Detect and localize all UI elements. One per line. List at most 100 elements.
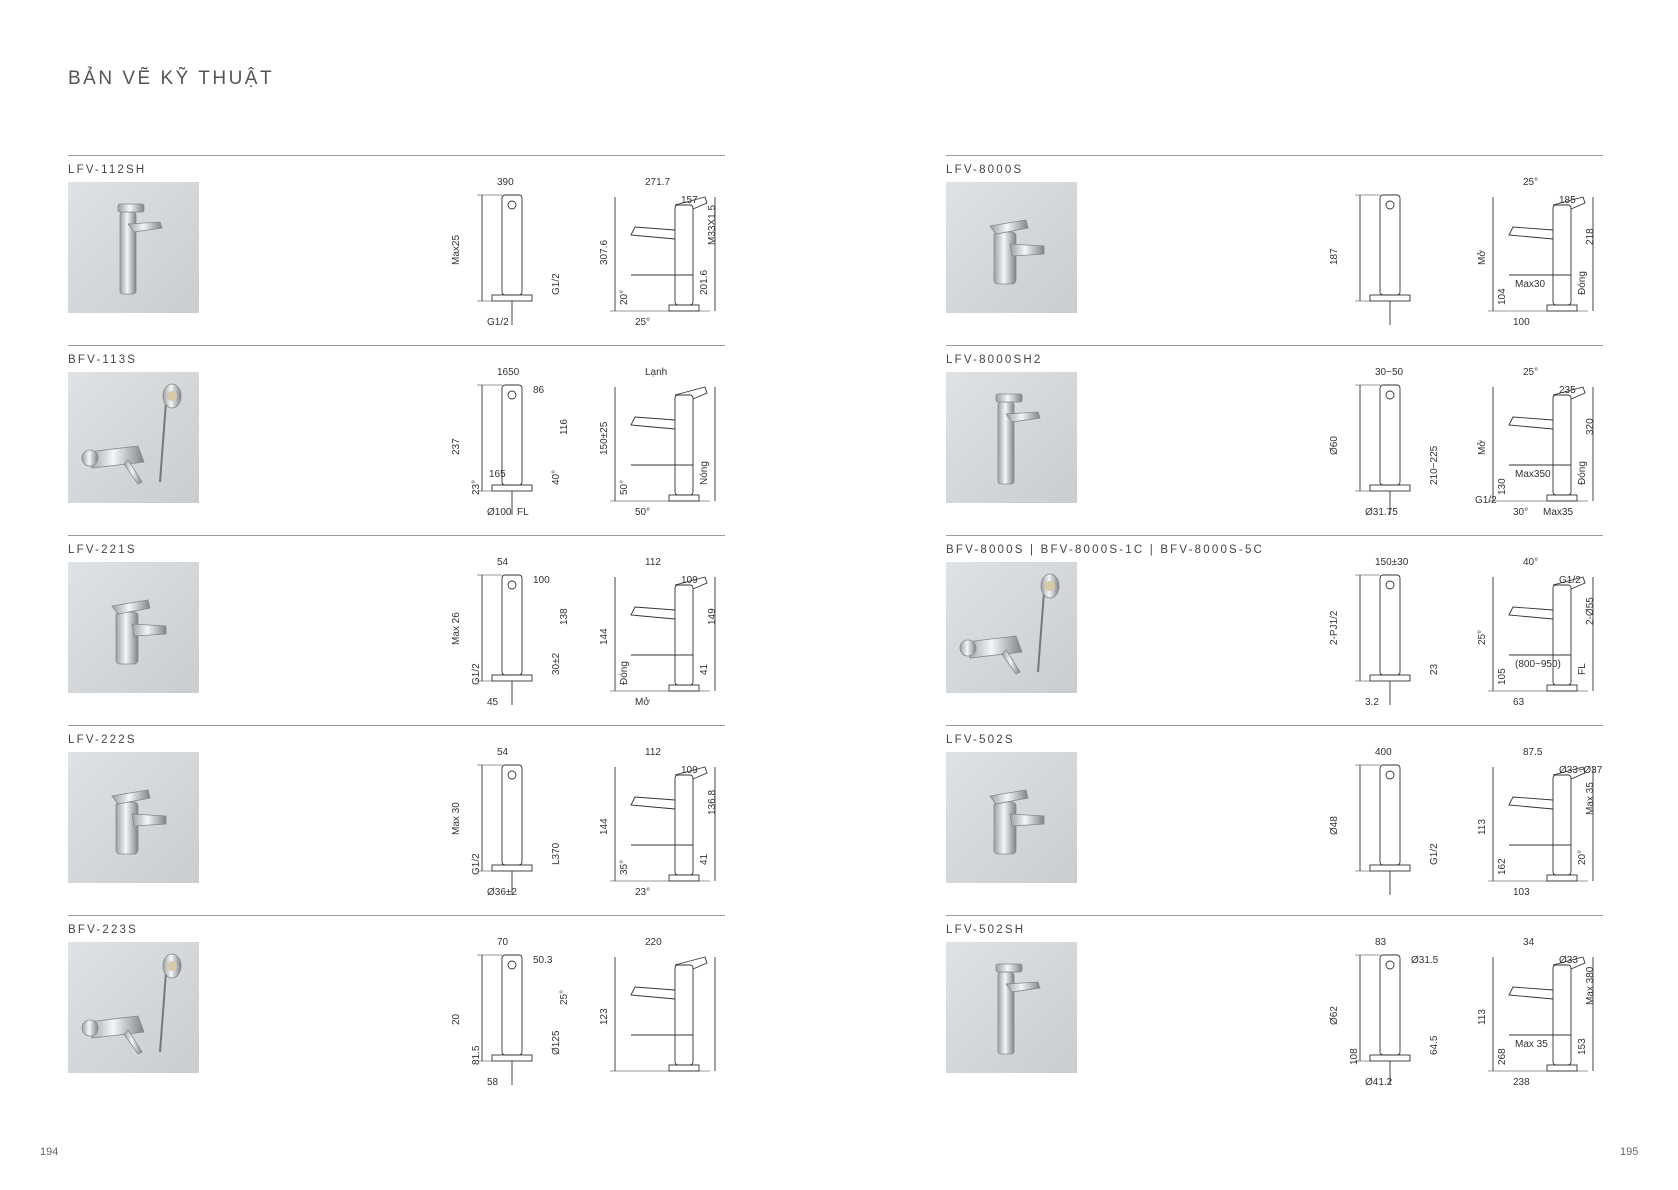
- dimension-label: 218: [1585, 228, 1596, 245]
- dimension-label: 113: [1477, 1009, 1488, 1025]
- dimension-label: 20°: [619, 289, 630, 305]
- dimension-label: 20: [451, 1013, 462, 1025]
- product-photo: [68, 752, 199, 883]
- dimension-label: 144: [599, 628, 610, 645]
- dimension-label: Mở: [1477, 440, 1488, 455]
- dimension-label: 104: [1497, 288, 1508, 305]
- dimension-label: G1/2: [1429, 843, 1440, 865]
- dimension-label: 30~50: [1375, 367, 1404, 378]
- dimension-label: Đóng: [1577, 271, 1588, 295]
- page-number-right: 195: [1620, 1146, 1639, 1158]
- dimension-label: Max 26: [451, 612, 462, 645]
- dimension-label: 64.5: [1429, 1035, 1440, 1055]
- dimension-label: G1/2: [1475, 495, 1497, 506]
- dimension-label: Max 380: [1585, 966, 1596, 1005]
- dimension-label: G1/2: [551, 273, 562, 295]
- dimension-label: 20°: [1577, 849, 1588, 865]
- dimension-label: Max 35: [1515, 1039, 1548, 1050]
- dimension-label: M33X1.5: [707, 204, 718, 245]
- dimension-label: Ø125: [551, 1030, 562, 1055]
- dimension-label: 271.7: [645, 177, 671, 188]
- dimension-label: 23°: [635, 887, 651, 898]
- dimension-label: 40°: [551, 469, 562, 485]
- dimension-label: 165: [489, 469, 506, 480]
- dimension-label: 136.8: [707, 789, 718, 815]
- dimension-label: Mở: [635, 697, 650, 708]
- dimension-label: 100: [1513, 317, 1530, 328]
- dimension-label: 50°: [619, 479, 630, 495]
- dimension-label: Ø41.2: [1365, 1077, 1393, 1088]
- product-code: LFV-221S: [68, 544, 137, 556]
- dimension-label: 187: [1329, 248, 1340, 265]
- product-code: LFV-8000S: [946, 164, 1024, 176]
- dimension-label: (800~950): [1515, 659, 1561, 670]
- dimension-label: 81.5: [471, 1045, 482, 1065]
- dimension-label: 201.6: [699, 269, 710, 295]
- dimension-label: L370: [551, 842, 562, 865]
- dimension-label: 70: [497, 937, 509, 948]
- dimension-label: 30°: [1513, 507, 1529, 518]
- dimension-label: 63: [1513, 697, 1525, 708]
- dimension-label: 320: [1585, 418, 1596, 435]
- dimension-label: 113: [1477, 819, 1488, 835]
- product-code: LFV-222S: [68, 734, 137, 746]
- dimension-label: 25°: [635, 317, 651, 328]
- product-code: LFV-502S: [946, 734, 1015, 746]
- dimension-label: 23: [1429, 663, 1440, 675]
- dimension-label: Max 35: [1585, 782, 1596, 815]
- dimension-label: 162: [1497, 858, 1508, 875]
- dimension-label: 30±2: [551, 652, 562, 675]
- dimension-label: 100: [533, 575, 550, 586]
- dimension-label: 130: [1497, 478, 1508, 495]
- dimension-label: 58: [487, 1077, 499, 1088]
- dimension-label: 150±25: [599, 421, 610, 455]
- dimension-label: 150±30: [1375, 557, 1409, 568]
- product-photo: [68, 372, 199, 503]
- dimension-label: Nóng: [699, 461, 710, 485]
- dimension-label: 45: [487, 697, 499, 708]
- dimension-label: 35°: [619, 859, 630, 875]
- dimension-label: 268: [1497, 1048, 1508, 1065]
- product-photo: [68, 942, 199, 1073]
- dimension-label: Đóng: [1577, 461, 1588, 485]
- dimension-label: 103: [1513, 887, 1530, 898]
- dimension-label: 123: [599, 1008, 610, 1025]
- dimension-label: 2-Ø55: [1585, 597, 1596, 625]
- dimension-label: 25°: [1523, 367, 1539, 378]
- dimension-label: 25°: [559, 989, 570, 1005]
- product-photo: [946, 562, 1077, 693]
- product-photo: [946, 182, 1077, 313]
- dimension-label: 112: [645, 557, 661, 568]
- dimension-label: FL: [1577, 663, 1588, 675]
- dimension-label: 390: [497, 177, 514, 188]
- dimension-label: 235: [1559, 385, 1576, 396]
- product-code: LFV-112SH: [68, 164, 147, 176]
- dimension-label: 138: [559, 608, 570, 625]
- dimension-label: Ø100: [487, 507, 512, 518]
- dimension-label: Max30: [1515, 279, 1546, 290]
- dimension-label: Ø48: [1329, 816, 1340, 835]
- product-code: BFV-113S: [68, 354, 138, 366]
- dimension-label: 87.5: [1523, 747, 1543, 758]
